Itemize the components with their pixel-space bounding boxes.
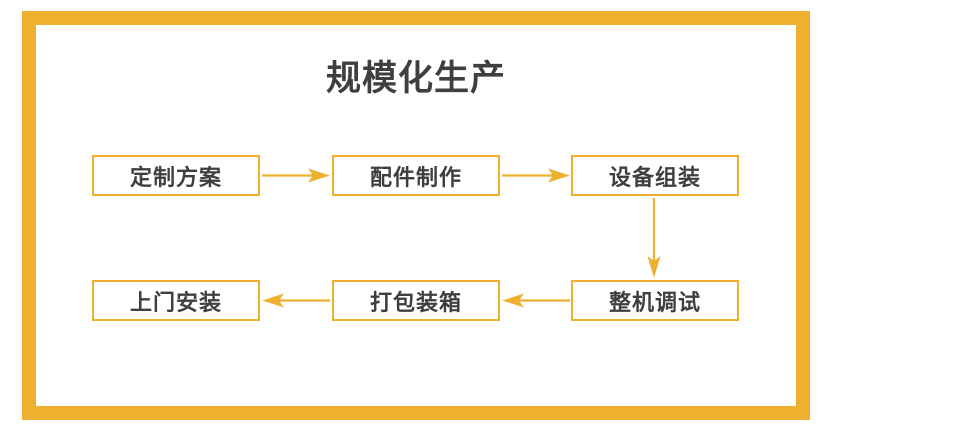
flow-node-parts-fabrication[interactable]: 配件制作 xyxy=(332,155,500,196)
flow-node-machine-commissioning[interactable]: 整机调试 xyxy=(571,280,739,321)
flow-node-equipment-assembly[interactable]: 设备组装 xyxy=(571,155,739,196)
flow-node-packing-crating[interactable]: 打包装箱 xyxy=(332,280,500,321)
decorative-frame xyxy=(22,11,810,420)
page-title: 规模化生产 xyxy=(325,59,506,98)
arrow-left-icon xyxy=(502,288,570,313)
flow-node-onsite-installation[interactable]: 上门安装 xyxy=(92,280,260,321)
arrow-right-icon xyxy=(502,163,570,188)
arrow-right-icon xyxy=(262,163,330,188)
arrow-down-icon xyxy=(641,198,667,278)
flow-node-custom-plan[interactable]: 定制方案 xyxy=(92,155,260,196)
arrow-left-icon xyxy=(262,288,330,313)
